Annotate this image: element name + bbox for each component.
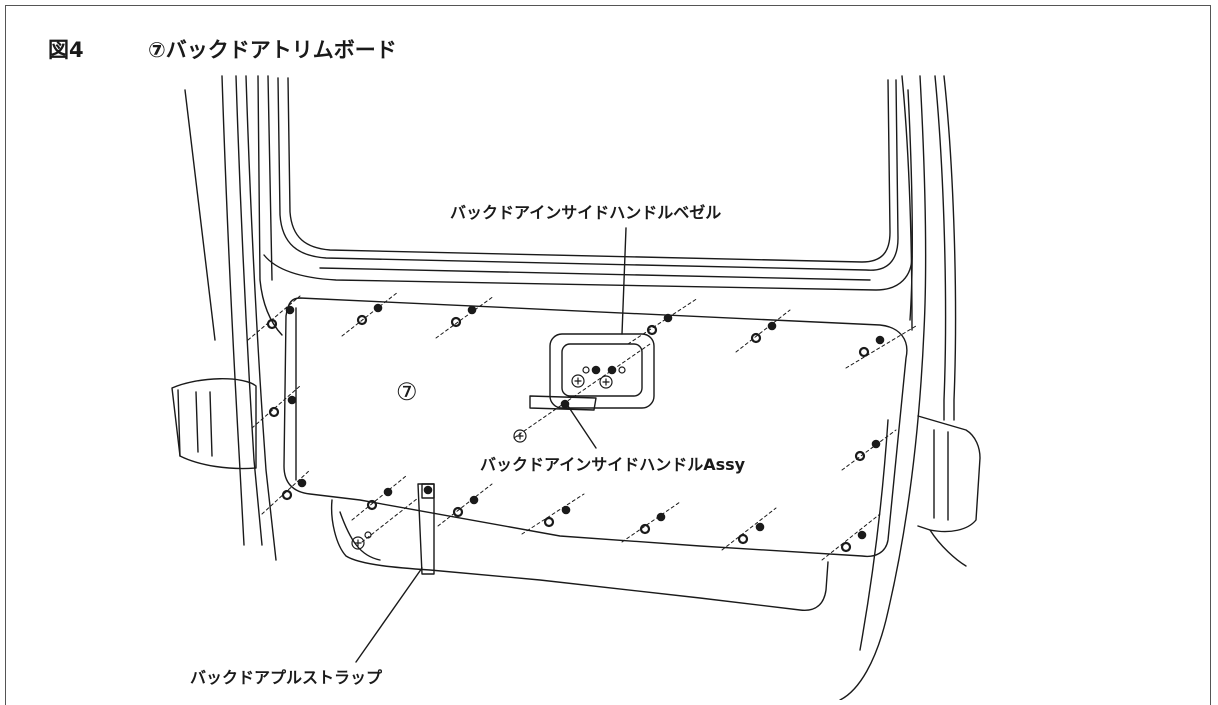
screw-icon xyxy=(364,531,372,539)
clip-icon xyxy=(268,395,297,418)
pull-strap-label: バックドアプルストラップ xyxy=(190,668,383,687)
screw-icon xyxy=(351,536,365,550)
clip-icon xyxy=(854,439,881,462)
clip-fasteners xyxy=(266,303,885,553)
clip-icon xyxy=(639,512,666,535)
clip-icon xyxy=(450,305,477,328)
figure-frame xyxy=(5,5,1211,705)
handle-bezel-part xyxy=(529,333,655,411)
clip-icon xyxy=(840,530,867,553)
clip-icon xyxy=(858,335,885,358)
part-number-seven: ⑦ xyxy=(396,378,418,406)
back-door-outline xyxy=(257,75,927,700)
clip-icon xyxy=(423,485,433,495)
screws xyxy=(351,366,626,550)
clip-icon xyxy=(543,505,571,528)
clip-icon xyxy=(737,522,765,545)
clip-icon xyxy=(356,303,383,326)
pull-strap-part xyxy=(417,483,435,575)
figure-title: ⑦バックドアトリムボード xyxy=(148,38,397,62)
lower-pocket xyxy=(330,499,829,611)
window-opening xyxy=(263,77,913,291)
handle-bezel-label: バックドアインサイドハンドルベゼル xyxy=(450,203,722,222)
right-pillar-lines xyxy=(859,75,957,651)
right-quarter-trim xyxy=(917,415,981,567)
leader-lines xyxy=(355,227,627,663)
screw-icon xyxy=(513,429,527,443)
clip-icon xyxy=(750,321,777,344)
clip-icon xyxy=(266,305,295,330)
inside-handle-label: バックドアインサイドハンドルAssy xyxy=(480,455,746,474)
figure-number: 図4 xyxy=(48,38,84,62)
left-quarter-trim xyxy=(171,378,257,470)
screw-icon xyxy=(571,374,585,388)
clip-icon xyxy=(560,399,570,409)
clip-icon xyxy=(452,495,479,518)
screw-icon xyxy=(582,366,626,374)
trim-board xyxy=(283,297,908,558)
clip-icon xyxy=(646,313,673,336)
screw-icon xyxy=(599,375,613,389)
clip-icon xyxy=(591,365,617,375)
clip-icon xyxy=(366,487,393,511)
left-pillar-lines xyxy=(184,75,277,561)
clip-icon xyxy=(281,478,307,501)
